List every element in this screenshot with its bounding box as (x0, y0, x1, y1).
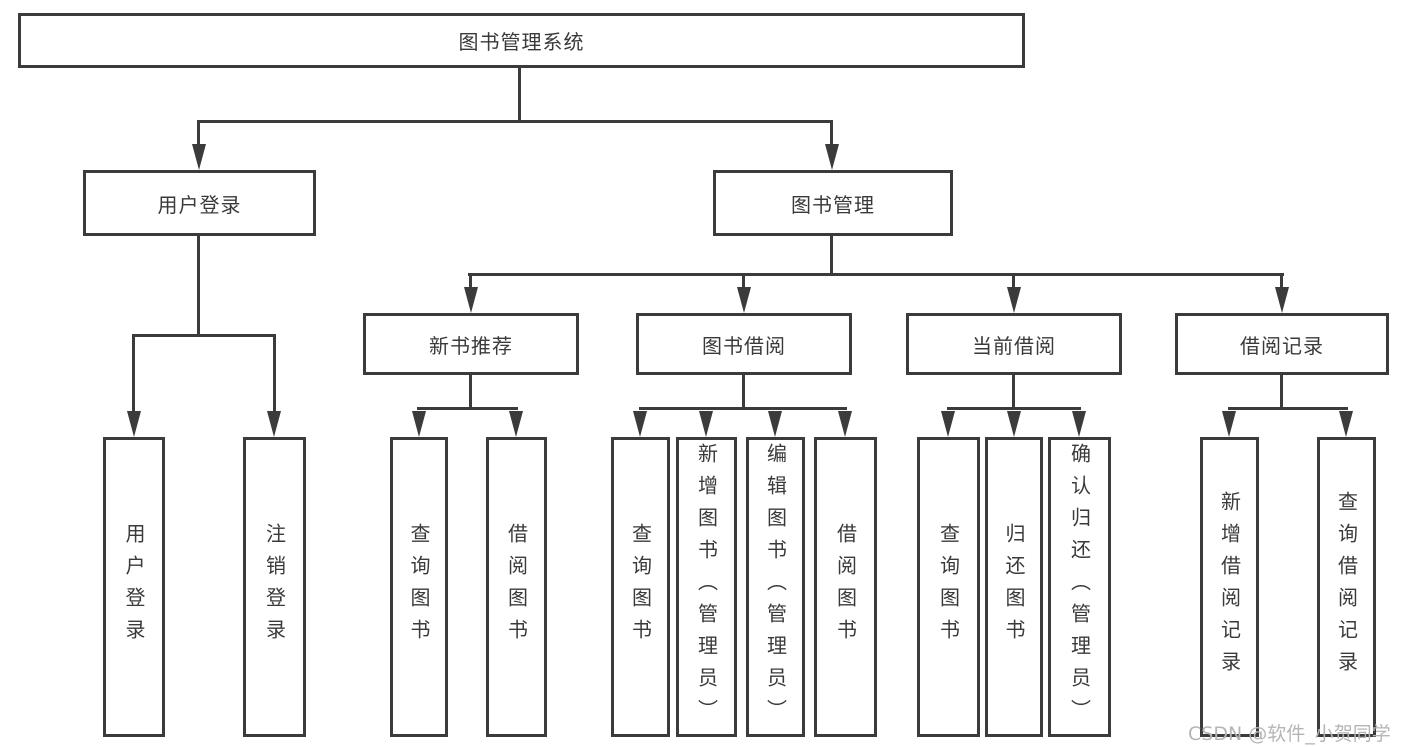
leaf-add-books-admin: 新增图书（管理员） (676, 437, 737, 737)
leaf-query-books-1: 查询图书 (390, 437, 448, 737)
leaf-borrow-books-1: 借阅图书 (486, 437, 547, 737)
connector-book-borrow-bracket (639, 407, 847, 410)
leaf-logout: 注销登录 (243, 437, 306, 737)
arrow-down-icon (768, 411, 782, 437)
leaf-borrow-books-2: 借阅图书 (814, 437, 877, 737)
leaf-return-books-label: 归还图书 (1002, 523, 1026, 651)
connector-book-mgmt-stem (830, 236, 833, 276)
arrow-down-icon (509, 411, 523, 437)
connector-book-borrow-stem (742, 375, 745, 410)
arrow-down-icon (1007, 411, 1021, 437)
node-borrow-records-label: 借阅记录 (1240, 333, 1324, 358)
connector-drop-user-login (197, 120, 200, 148)
connector-new-books-bracket (417, 407, 518, 410)
connector-current-borrow-stem (1012, 375, 1015, 410)
connector-drop-leaf-login (132, 334, 135, 414)
leaf-query-books-1-label: 查询图书 (407, 523, 431, 651)
leaf-query-books-2-label: 查询图书 (628, 523, 653, 651)
leaf-borrow-books-2-label: 借阅图书 (833, 523, 858, 651)
node-book-borrow-label: 图书借阅 (702, 333, 786, 358)
arrow-down-icon (412, 411, 426, 437)
node-current-borrow: 当前借阅 (906, 313, 1122, 375)
arrow-down-icon (737, 287, 751, 313)
arrow-down-icon (838, 411, 852, 437)
leaf-add-books-admin-label: 新增图书（管理员） (694, 443, 719, 731)
connector-drop-leaf-logout (273, 334, 276, 414)
leaf-confirm-return-admin: 确认归还（管理员） (1048, 437, 1111, 737)
arrow-down-icon (267, 411, 281, 437)
leaf-query-books-3-label: 查询图书 (936, 523, 961, 651)
leaf-user-login-label: 用户登录 (122, 523, 146, 651)
arrow-down-icon (192, 144, 206, 170)
node-root-label: 图书管理系统 (458, 30, 585, 54)
connector-drop-borrow-records (1280, 273, 1283, 290)
leaf-add-borrow-record: 新增借阅记录 (1200, 437, 1259, 737)
arrow-down-icon (127, 411, 141, 437)
leaf-query-books-3: 查询图书 (917, 437, 980, 737)
connector-drop-book-borrow (742, 273, 745, 290)
node-book-borrow: 图书借阅 (636, 313, 852, 375)
node-new-books: 新书推荐 (363, 313, 579, 375)
node-current-borrow-label: 当前借阅 (972, 333, 1056, 358)
arrow-down-icon (1275, 287, 1289, 313)
leaf-borrow-books-1-label: 借阅图书 (504, 523, 529, 651)
connector-drop-current-borrow (1012, 273, 1015, 290)
connector-drop-book-mgmt (830, 120, 833, 148)
arrow-down-icon (1007, 287, 1021, 313)
arrow-down-icon (941, 411, 955, 437)
csdn-watermark: CSDN @软件_小贺同学 (1188, 723, 1391, 745)
node-user-login-label: 用户登录 (157, 192, 242, 217)
arrow-down-icon (464, 287, 478, 313)
leaf-user-login: 用户登录 (103, 437, 165, 737)
arrow-down-icon (1072, 411, 1086, 437)
connector-borrow-records-stem (1280, 375, 1283, 410)
leaf-query-books-2: 查询图书 (611, 437, 670, 737)
connector-current-borrow-bracket (947, 407, 1081, 410)
leaf-return-books: 归还图书 (985, 437, 1043, 737)
connector-root-stem (518, 68, 521, 123)
connector-user-login-bracket (132, 334, 276, 337)
arrow-down-icon (633, 411, 647, 437)
arrow-down-icon (1222, 411, 1236, 437)
connector-user-login-stem (197, 236, 200, 337)
connector-drop-new-books (469, 273, 472, 290)
node-book-mgmt-label: 图书管理 (791, 192, 875, 217)
leaf-edit-books-admin-label: 编辑图书（管理员） (763, 443, 788, 731)
leaf-query-borrow-record-label: 查询借阅记录 (1334, 491, 1359, 683)
arrow-down-icon (1339, 411, 1353, 437)
leaf-edit-books-admin: 编辑图书（管理员） (746, 437, 805, 737)
node-user-login: 用户登录 (83, 170, 316, 236)
connector-book-mgmt-branch (468, 273, 1284, 276)
connector-new-books-stem (469, 375, 472, 410)
connector-borrow-records-bracket (1228, 407, 1348, 410)
leaf-confirm-return-admin-label: 确认归还（管理员） (1067, 443, 1092, 731)
node-borrow-records: 借阅记录 (1175, 313, 1389, 375)
leaf-query-borrow-record: 查询借阅记录 (1317, 437, 1376, 737)
node-root: 图书管理系统 (18, 13, 1025, 68)
leaf-add-borrow-record-label: 新增借阅记录 (1217, 491, 1242, 683)
arrow-down-icon (699, 411, 713, 437)
arrow-down-icon (825, 144, 839, 170)
node-new-books-label: 新书推荐 (429, 333, 513, 358)
leaf-logout-label: 注销登录 (262, 523, 287, 651)
connector-root-branch (197, 120, 833, 123)
node-book-mgmt: 图书管理 (713, 170, 953, 236)
